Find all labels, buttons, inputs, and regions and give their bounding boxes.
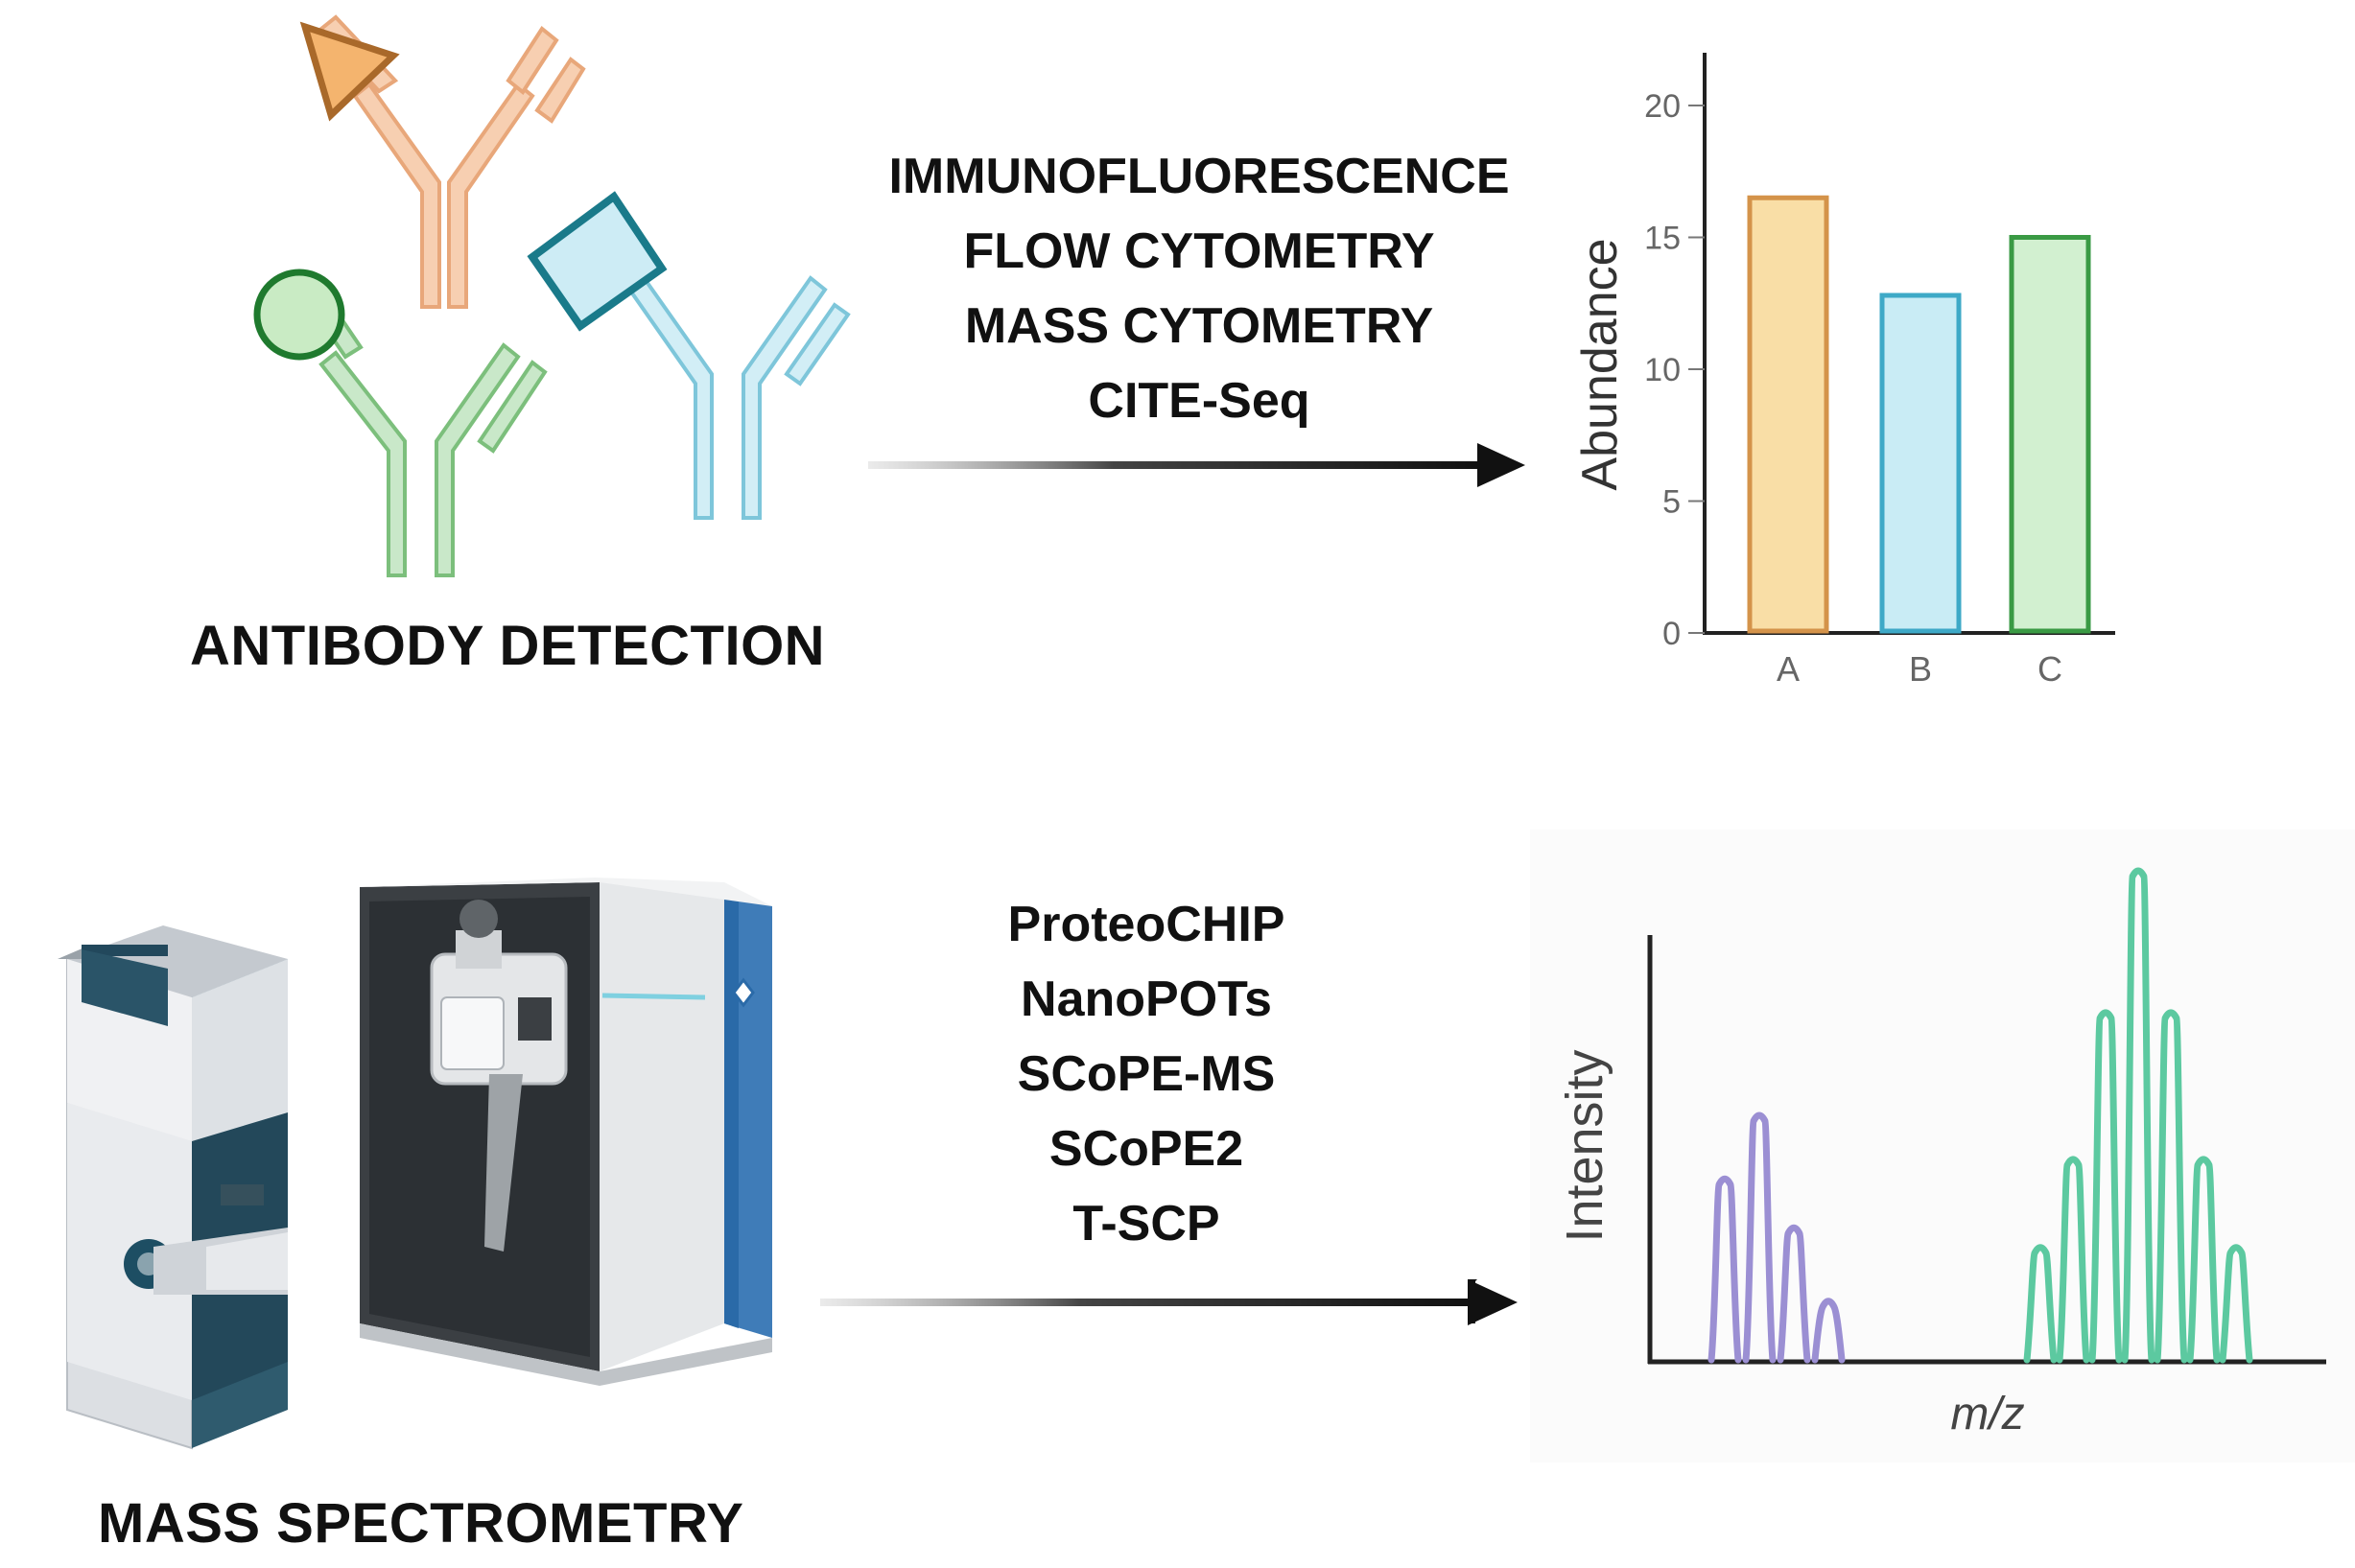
method-flow-cytometry: FLOW CYTOMETRY: [963, 223, 1435, 279]
green-peak: [2023, 1244, 2058, 1364]
category-label: A: [1777, 649, 1800, 689]
bar-c: [2009, 235, 2091, 634]
y-tick-label: 0: [1662, 616, 1681, 652]
ms-methods-list: ProteoCHIP NanoPOTs SCoPE-MS SCoPE2 T-SC…: [859, 887, 1434, 1261]
spectrum-x-label: m/z: [1950, 1389, 2024, 1439]
method-t-scp: T-SCP: [1072, 1196, 1220, 1252]
green-peak: [2186, 1156, 2221, 1364]
green-peak: [2121, 867, 2155, 1364]
green-peak: [2088, 1009, 2123, 1364]
category-label: B: [1909, 649, 1932, 689]
antibody-methods-list: IMMUNOFLUORESCENCE FLOW CYTOMETRY MASS C…: [863, 139, 1535, 438]
y-tick-label: 10: [1644, 352, 1681, 388]
method-nanopots: NanoPOTs: [1021, 971, 1272, 1027]
square-antigen: [527, 191, 668, 332]
purple-peak: [1777, 1224, 1811, 1364]
mass-spectrometry-title: MASS SPECTROMETRY: [98, 1492, 744, 1555]
antibody-detection-title: ANTIBODY DETECTION: [190, 615, 826, 677]
green-peak: [2219, 1244, 2253, 1364]
arrow-bottom: [820, 1279, 1518, 1325]
category-label: C: [2037, 649, 2062, 689]
triangle-antigen: [299, 21, 400, 122]
green-peak: [2056, 1156, 2090, 1364]
method-scope-ms: SCoPE-MS: [1017, 1046, 1276, 1102]
purple-peak: [1707, 1175, 1742, 1364]
purple-peak: [1811, 1298, 1846, 1364]
circle-antigen: [253, 269, 345, 361]
y-tick-label: 20: [1644, 88, 1681, 125]
method-immunofluorescence: IMMUNOFLUORESCENCE: [888, 149, 1510, 204]
bar-chart-y-label: Abundance: [1572, 238, 1628, 490]
left-instrument: [58, 925, 288, 1450]
y-tick-label: 5: [1662, 484, 1681, 521]
method-proteochip: ProteoCHIP: [1007, 897, 1285, 952]
spectrum-y-label: Intensity: [1556, 1049, 1613, 1242]
purple-peak: [1742, 1112, 1777, 1364]
method-cite-seq: CITE-Seq: [1088, 373, 1310, 429]
method-scope2: SCoPE2: [1048, 1121, 1244, 1177]
y-tick-label: 15: [1644, 221, 1681, 257]
bar-a: [1747, 195, 1829, 634]
arrow-top: [868, 443, 1525, 487]
spectrum-background: [1530, 830, 2355, 1463]
green-peak: [2154, 1009, 2188, 1364]
method-mass-cytometry: MASS CYTOMETRY: [964, 298, 1434, 354]
bar-b: [1879, 293, 1962, 634]
right-instrument: [360, 878, 772, 1386]
